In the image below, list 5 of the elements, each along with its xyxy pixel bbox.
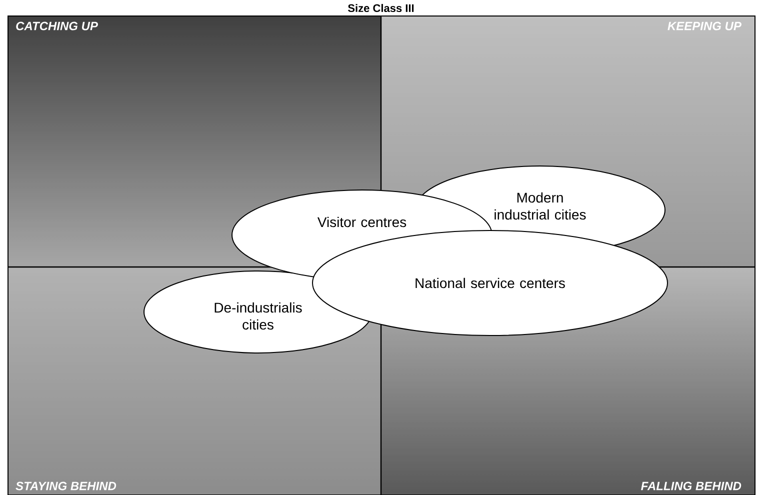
quadrant-label: FALLING BEHIND [641,482,742,490]
title: Size Class III [348,4,414,12]
quadrant-label: KEEPING UP [668,22,742,30]
quadrant-label: CATCHING UP [16,22,98,30]
quadrant-label: STAYING BEHIND [16,482,116,490]
